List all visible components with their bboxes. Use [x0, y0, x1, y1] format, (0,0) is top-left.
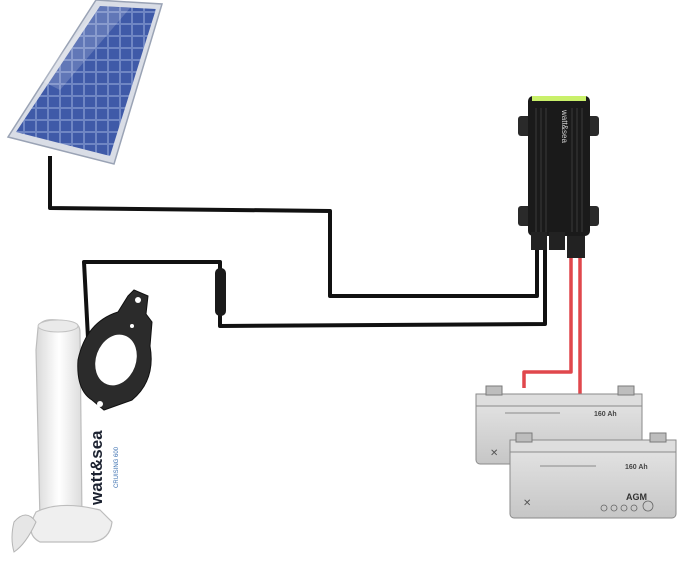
battery-wire-positive-a [522, 258, 573, 388]
solar-panel [6, 0, 163, 165]
battery-1-recycle-icon: ✕ [490, 448, 498, 459]
charge-controller: watt&sea [518, 96, 599, 258]
generator-wire-b [218, 250, 547, 328]
battery-2-type: AGM [626, 492, 647, 502]
battery-1-capacity: 160 Ah [594, 411, 617, 418]
solar-wire [48, 156, 539, 298]
battery-2-capacity: 160 Ah [625, 464, 648, 471]
battery-2: 160 Ah AGM ✕ [509, 432, 677, 519]
hydro-generator: watt&sea CRUISING 600 [11, 319, 120, 553]
battery-2-warning-icons [600, 500, 654, 512]
solar-cells [16, 6, 156, 156]
battery-2-recycle-icon: ✕ [523, 498, 531, 509]
mounting-bracket [77, 289, 153, 411]
generator-badge-label: CRUISING 600 [114, 446, 120, 488]
controller-brand-label: watt&sea [560, 109, 569, 143]
generator-brand-label: watt&sea [87, 430, 106, 506]
inline-fuse [215, 268, 226, 316]
